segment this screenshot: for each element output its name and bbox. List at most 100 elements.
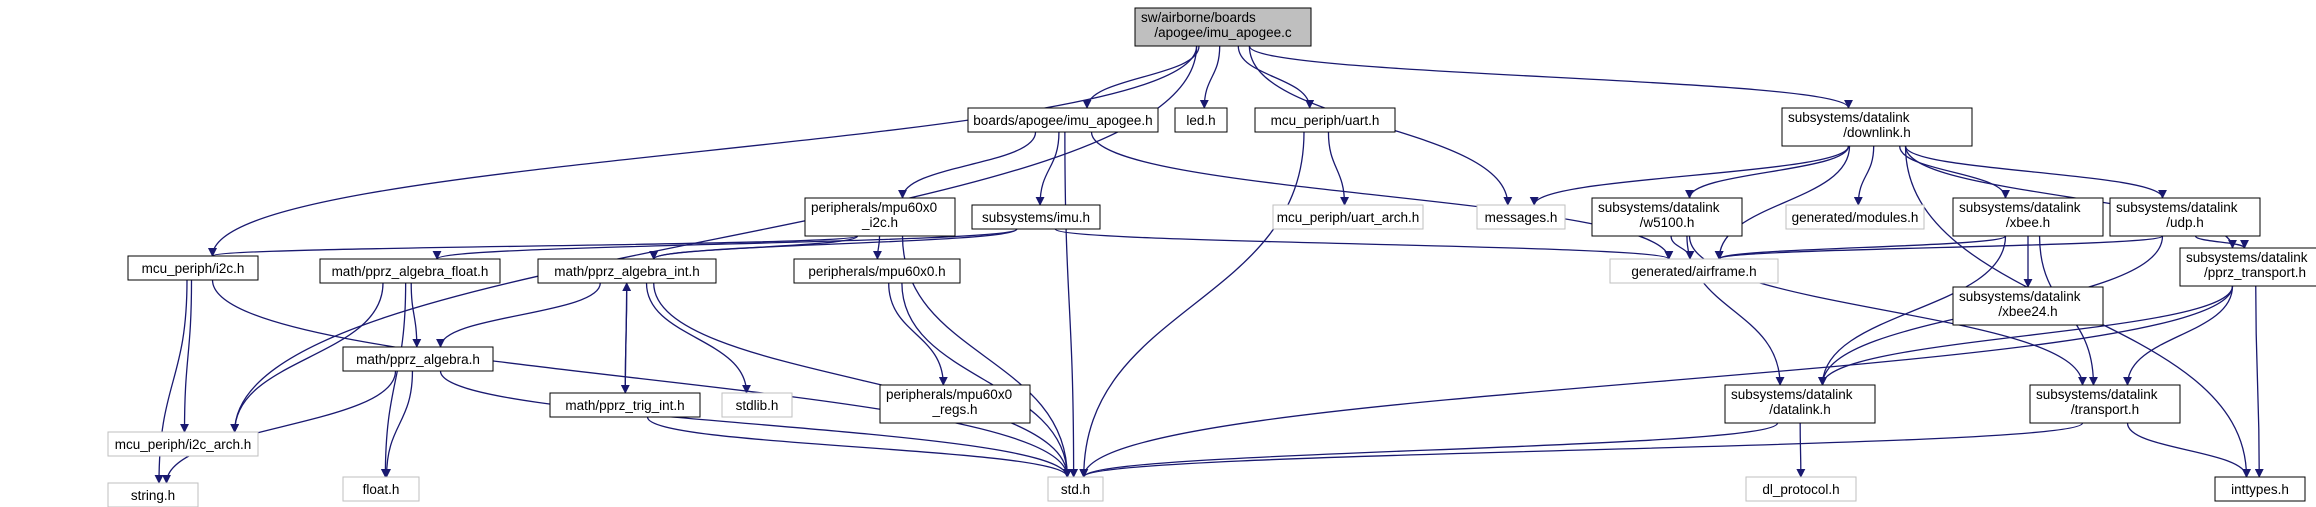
edge-downlink_h-to-xbee_h	[1899, 145, 2010, 199]
edge-algebra_int_h-to-stdlib_h	[645, 282, 751, 394]
edge-mpu60x0_i2c_h-to-i2c_h	[208, 235, 859, 257]
edge-imu_apogee_h-to-std_h	[1064, 131, 1079, 478]
node-algebra-h[interactable]: math/pprz_algebra.h	[342, 346, 494, 372]
node-label: math/pprz_algebra.h	[356, 352, 480, 367]
node-label: subsystems/datalink	[1731, 387, 1853, 402]
node-udp-h[interactable]: subsystems/datalink/udp.h	[2109, 197, 2261, 237]
node-algebra-int-h[interactable]: math/pprz_algebra_int.h	[537, 258, 717, 284]
node-datalink-h[interactable]: subsystems/datalink/datalink.h	[1724, 384, 1876, 424]
node-box	[537, 258, 717, 284]
node-label: mcu_periph/i2c_arch.h	[115, 437, 252, 452]
node-label: peripherals/mpu60x0	[811, 200, 937, 215]
edge-imu_h-to-algebra_int_h	[649, 228, 1018, 260]
edge-algebra_int_h-to-algebra_h	[436, 282, 601, 348]
node-label: stdlib.h	[736, 398, 779, 413]
edge-transport_h-to-std_h	[1079, 422, 2084, 478]
node-label: float.h	[363, 482, 400, 497]
edge-mpu60x0_h-to-mpu60x0_regs_h	[888, 282, 948, 386]
node-label: subsystems/datalink	[1959, 289, 2081, 304]
edge-uart_h-to-uart_arch_h	[1327, 131, 1350, 206]
edge-algebra_h-to-string_h	[162, 370, 397, 484]
edge-downlink_h-to-airframe_h	[1714, 145, 1851, 260]
node-label: inttypes.h	[2231, 482, 2289, 497]
node-transport-h[interactable]: subsystems/datalink/transport.h	[2029, 384, 2181, 424]
node-i2c-h[interactable]: mcu_periph/i2c.h	[127, 255, 259, 281]
edge-datalink_h-to-dl_protocol_h	[1796, 422, 1806, 478]
node-xbee24-h[interactable]: subsystems/datalink/xbee24.h	[1952, 286, 2104, 326]
node-trig-int-h[interactable]: math/pprz_trig_int.h	[549, 392, 701, 418]
node-label: subsystems/datalink	[2036, 387, 2158, 402]
node-mpu60x0-i2c-h[interactable]: peripherals/mpu60x0_i2c.h	[804, 197, 956, 237]
edge-root-to-led_h	[1199, 45, 1221, 109]
node-box	[971, 204, 1101, 230]
node-box	[1272, 204, 1424, 230]
edge-pprz_transport_h-to-transport_h	[2123, 285, 2234, 386]
edge-i2c_h-to-i2c_arch_h	[180, 279, 193, 433]
node-label: generated/airframe.h	[1631, 264, 1756, 279]
edge-algebra_float_h-to-algebra_h	[410, 282, 422, 348]
edge-i2c_h-to-std_h	[211, 279, 1072, 478]
node-i2c-arch-h: mcu_periph/i2c_arch.h	[107, 431, 259, 457]
file-nodes: sw/airborne/boards/apogee/imu_apogee.cbo…	[107, 7, 2316, 507]
node-label: generated/modules.h	[1792, 210, 1919, 225]
node-imu-h[interactable]: subsystems/imu.h	[971, 204, 1101, 230]
node-box	[793, 258, 961, 284]
node-box	[2109, 197, 2261, 237]
edge-udp_h-to-airframe_h	[1715, 235, 2164, 260]
node-led-h[interactable]: led.h	[1174, 107, 1228, 133]
node-uart-h[interactable]: mcu_periph/uart.h	[1254, 107, 1396, 133]
node-label: /w5100.h	[1640, 215, 1695, 230]
node-box	[2214, 476, 2306, 502]
edge-pprz_transport_h-to-inttypes_h	[2254, 285, 2264, 478]
node-root[interactable]: sw/airborne/boards/apogee/imu_apogee.c	[1134, 7, 1312, 47]
node-inttypes-h[interactable]: inttypes.h	[2214, 476, 2306, 502]
node-algebra-float-h[interactable]: math/pprz_algebra_float.h	[319, 258, 501, 284]
node-box	[319, 258, 501, 284]
node-label: /downlink.h	[1843, 125, 1911, 140]
node-mpu60x0-regs-h[interactable]: peripherals/mpu60x0_regs.h	[879, 384, 1031, 424]
edge-uart_h-to-std_h	[1079, 131, 1305, 478]
node-box	[804, 197, 956, 237]
node-mpu60x0-h[interactable]: peripherals/mpu60x0.h	[793, 258, 961, 284]
edge-trig_int_h-to-algebra_int_h	[622, 282, 632, 394]
node-label: subsystems/datalink	[1959, 200, 2081, 215]
node-label: /xbee.h	[2006, 215, 2050, 230]
node-messages-h: messages.h	[1476, 204, 1566, 230]
node-imu-apogee-h[interactable]: boards/apogee/imu_apogee.h	[967, 107, 1159, 133]
node-downlink-h[interactable]: subsystems/datalink/downlink.h	[1781, 107, 1973, 147]
node-box	[107, 482, 199, 507]
node-box	[1609, 258, 1779, 284]
node-string-h: string.h	[107, 482, 199, 507]
node-label: /pprz_transport.h	[2204, 265, 2306, 280]
edge-downlink_h-to-udp_h	[1904, 145, 2167, 199]
edge-downlink_h-to-messages_h	[1529, 145, 1850, 206]
edge-pprz_transport_h-to-std_h	[1079, 285, 2234, 478]
node-label: sw/airborne/boards	[1141, 10, 1256, 25]
edge-downlink_h-to-w5100_h	[1685, 145, 1850, 199]
node-label: mcu_periph/uart.h	[1271, 113, 1380, 128]
node-w5100-h[interactable]: subsystems/datalink/w5100.h	[1591, 197, 1743, 237]
node-pprz-transport-h[interactable]: subsystems/datalink/pprz_transport.h	[2179, 247, 2316, 287]
node-box	[127, 255, 259, 281]
node-label: messages.h	[1485, 210, 1558, 225]
node-label: _i2c.h	[861, 215, 898, 230]
edge-imu_apogee_h-to-airframe_h	[1090, 131, 1674, 260]
node-box	[342, 346, 494, 372]
node-std-h: std.h	[1047, 476, 1104, 502]
node-box	[1785, 204, 1925, 230]
node-label: subsystems/datalink	[2116, 200, 2238, 215]
edge-xbee_h-to-airframe_h	[1714, 235, 2007, 260]
node-modules-h: generated/modules.h	[1785, 204, 1925, 230]
edge-xbee_h-to-datalink_h	[1818, 235, 2007, 386]
edge-root-to-i2c_h	[208, 45, 1198, 257]
edge-algebra_h-to-float_h	[382, 370, 414, 478]
node-label: subsystems/datalink	[2186, 250, 2308, 265]
edge-trig_int_h-to-std_h	[646, 416, 1072, 478]
node-box	[1591, 197, 1743, 237]
node-stdlib-h: stdlib.h	[721, 392, 793, 418]
node-label: math/pprz_algebra_int.h	[554, 264, 700, 279]
edge-w5100_h-to-datalink_h	[1686, 235, 1785, 386]
edge-mpu60x0_i2c_h-to-mpu60x0_h	[872, 235, 882, 260]
node-xbee-h[interactable]: subsystems/datalink/xbee.h	[1952, 197, 2104, 237]
edge-datalink_h-to-std_h	[1079, 422, 1779, 478]
